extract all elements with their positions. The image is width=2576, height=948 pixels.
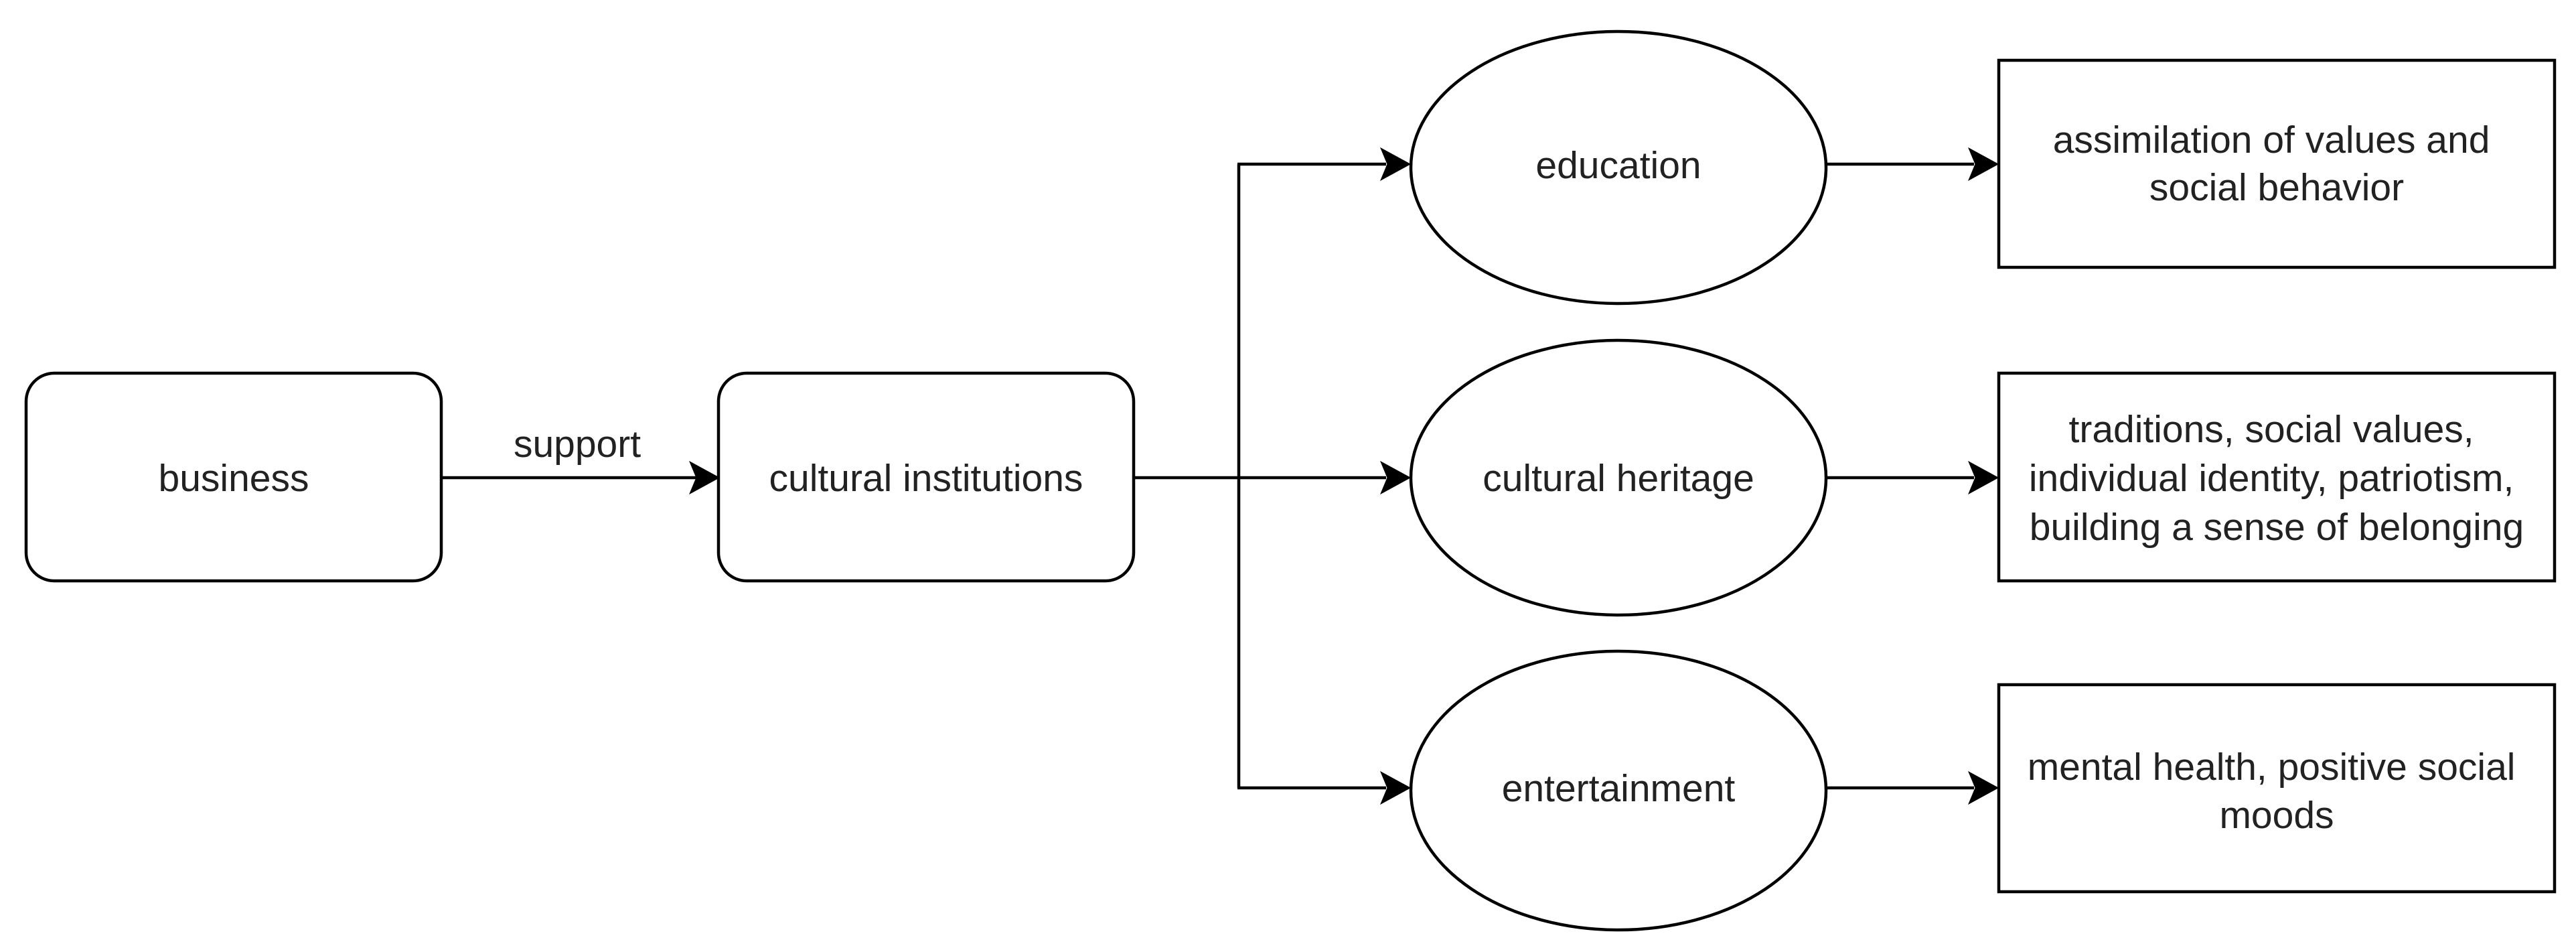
node-values-box-text: assimilation of values and social behavi… xyxy=(2053,119,2501,209)
arrowhead-icon xyxy=(1379,147,1412,182)
edge-branch-to-heritage xyxy=(1239,460,1412,495)
edge-branch-to-education xyxy=(1237,147,1412,182)
edge-label-support: support xyxy=(514,423,641,466)
edge-heritage-to-traditions xyxy=(1827,460,1999,495)
node-cultural-heritage: cultural heritage xyxy=(1409,338,1828,617)
arrowhead-icon xyxy=(1967,147,1999,182)
node-cultural-heritage-label: cultural heritage xyxy=(1483,457,1754,500)
arrowhead-icon xyxy=(1967,460,1999,495)
node-health-box: mental health, positive social moods xyxy=(1997,683,2557,894)
node-business: business xyxy=(24,371,443,583)
node-traditions-box-text: traditions, social values, individual id… xyxy=(2029,408,2524,549)
arrowhead-icon xyxy=(1967,770,1999,805)
values-line-2: social behavior xyxy=(2149,166,2404,209)
health-line-2: moods xyxy=(2219,794,2334,837)
traditions-line-3: building a sense of belonging xyxy=(2030,506,2524,549)
edge-business-to-institutions xyxy=(441,460,721,495)
node-business-label: business xyxy=(159,457,309,500)
node-entertainment: entertainment xyxy=(1409,649,1828,932)
node-cultural-institutions-label: cultural institutions xyxy=(769,457,1083,500)
values-line-1: assimilation of values and xyxy=(2053,119,2490,161)
node-traditions-box: traditions, social values, individual id… xyxy=(1997,371,2557,583)
node-education-label: education xyxy=(1535,144,1701,187)
traditions-line-2: individual identity, patriotism, xyxy=(2029,457,2514,500)
edge-education-to-values xyxy=(1827,147,1999,182)
traditions-line-1: traditions, social values, xyxy=(2069,408,2474,451)
arrowhead-icon xyxy=(1379,770,1412,805)
health-line-1: mental health, positive social xyxy=(2028,746,2516,789)
node-education: education xyxy=(1409,29,1828,306)
node-cultural-institutions: cultural institutions xyxy=(716,371,1136,583)
edge-institutions-to-branch xyxy=(1134,164,1241,788)
edge-entertainment-to-health xyxy=(1827,770,1999,805)
arrowhead-icon xyxy=(688,460,721,495)
node-entertainment-label: entertainment xyxy=(1502,767,1736,810)
node-values-box: assimilation of values and social behavi… xyxy=(1997,58,2557,269)
node-health-box-text: mental health, positive social moods xyxy=(2028,746,2526,837)
edge-branch-to-entertainment xyxy=(1237,770,1412,805)
arrowhead-icon xyxy=(1379,460,1412,495)
